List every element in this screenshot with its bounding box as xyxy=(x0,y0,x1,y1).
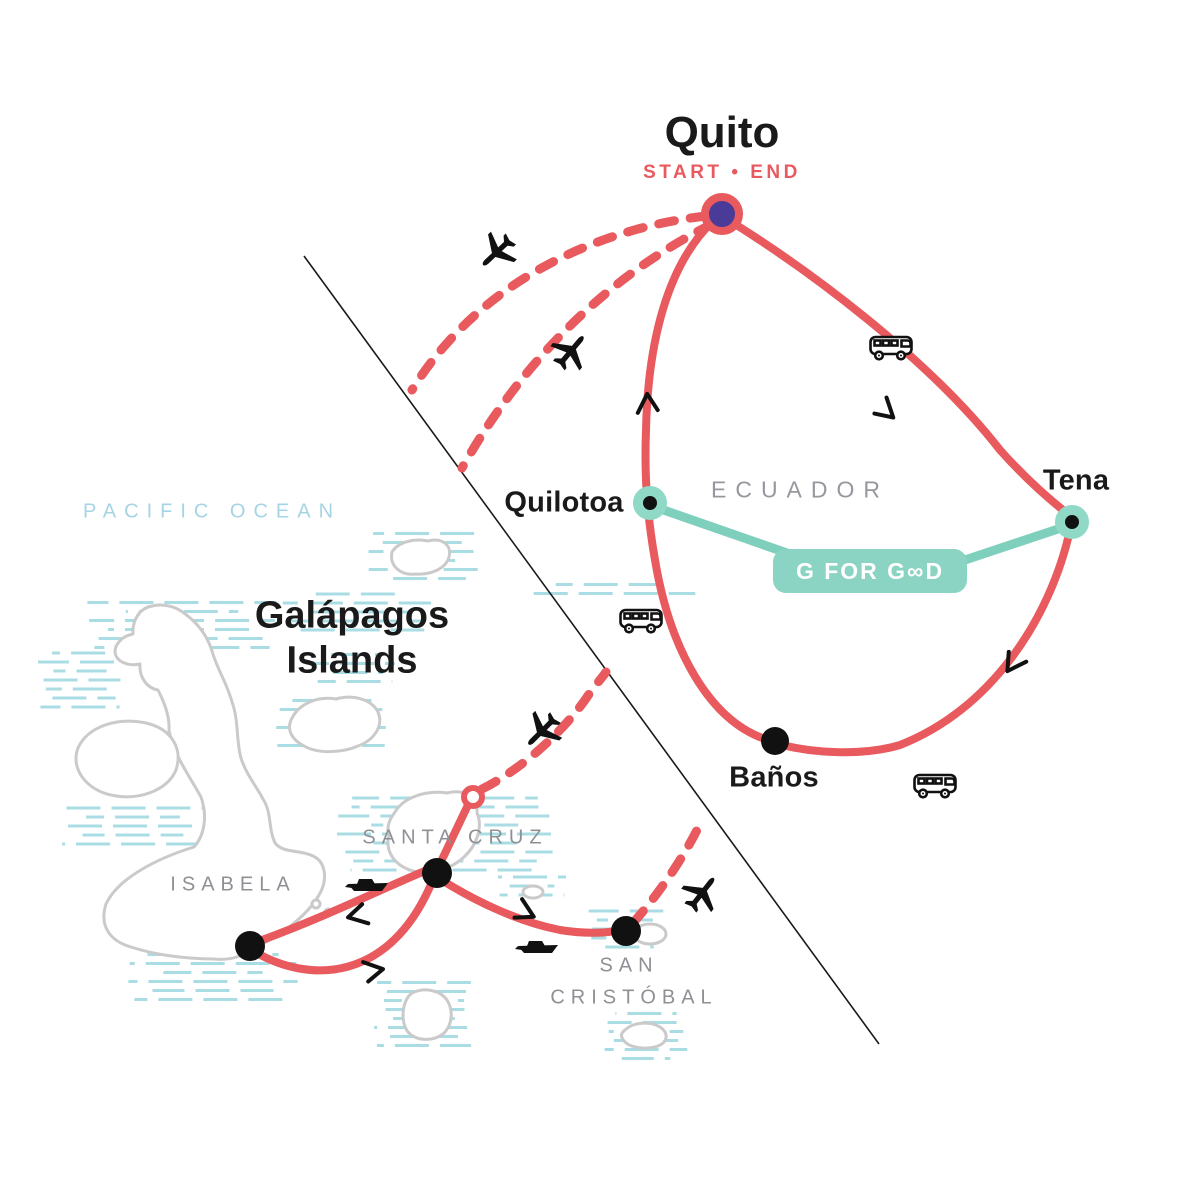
san-cristobal-label-line1: SAN xyxy=(599,954,659,977)
island-fernandina xyxy=(74,719,180,799)
tena-dot xyxy=(1055,505,1089,539)
stop-markers xyxy=(235,193,1089,961)
flight-return-inner xyxy=(457,219,717,473)
island-north-of-santa-cruz xyxy=(288,695,382,754)
santa-cruz-label: SANTA CRUZ xyxy=(362,826,548,849)
galapagos-title-line2: Islands xyxy=(286,639,418,682)
direction-chevron xyxy=(871,395,903,427)
ecuador-label: ECUADOR xyxy=(710,476,890,503)
bus-icon xyxy=(619,608,663,634)
flight-to-santacruz-airport xyxy=(477,667,611,794)
flight-routes xyxy=(407,211,717,928)
plane-icon xyxy=(544,324,598,378)
bus-icon xyxy=(869,335,913,361)
santa-cruz-dot xyxy=(422,858,452,888)
banos-label: Baños xyxy=(729,761,819,794)
quito-label: Quito xyxy=(664,108,780,157)
route-tena-banos xyxy=(778,526,1074,757)
galapagos-islands-shapes xyxy=(74,538,668,1050)
san-cristobal-label-line2: CRISTÓBAL xyxy=(550,986,718,1009)
pacific-ocean-label: PACIFIC OCEAN xyxy=(82,500,342,523)
bus-icon xyxy=(913,773,957,799)
santa-cruz-airport-circle xyxy=(461,785,485,809)
island-floreana xyxy=(401,988,453,1041)
quito-start-end-label: START • END xyxy=(643,162,801,183)
islet-tiny-1 xyxy=(310,898,322,910)
route-santacruz-isabela-upper xyxy=(258,864,436,944)
island-espanola xyxy=(620,1021,668,1050)
quilotoa-dot xyxy=(633,486,667,520)
quito-start-dot xyxy=(701,193,743,235)
direction-chevron xyxy=(361,956,387,984)
banos-dot xyxy=(761,727,789,755)
san-cristobal-dot xyxy=(611,916,641,946)
tena-label: Tena xyxy=(1042,464,1110,497)
isabela-label: ISABELA xyxy=(170,873,296,896)
flight-quito-galapagos-outer xyxy=(407,211,711,395)
route-santacruz-sancristobal xyxy=(436,875,618,937)
island-isabela xyxy=(102,603,326,961)
map-divider-line xyxy=(303,255,880,1045)
quilotoa-label: Quilotoa xyxy=(504,486,624,519)
flight-from-sancristobal xyxy=(628,815,707,928)
boat-icon xyxy=(515,941,558,953)
isabela-dot xyxy=(235,931,265,961)
galapagos-title-line1: Galápagos xyxy=(254,594,450,637)
direction-chevrons xyxy=(343,391,1029,984)
plane-icon xyxy=(470,225,524,279)
island-north-small xyxy=(390,538,452,576)
g-for-good-label: G FOR G∞D xyxy=(795,557,945,584)
plane-icon xyxy=(675,866,729,920)
route-isabela-santacruz-lower xyxy=(251,878,436,975)
island-santa-cruz xyxy=(386,790,481,874)
route-quito-tena xyxy=(718,212,1072,518)
ocean-hatching xyxy=(38,532,696,1060)
g-for-good-badge: G FOR G∞D xyxy=(773,549,967,593)
boat-icon xyxy=(345,879,388,891)
islet-small-1 xyxy=(521,884,545,900)
